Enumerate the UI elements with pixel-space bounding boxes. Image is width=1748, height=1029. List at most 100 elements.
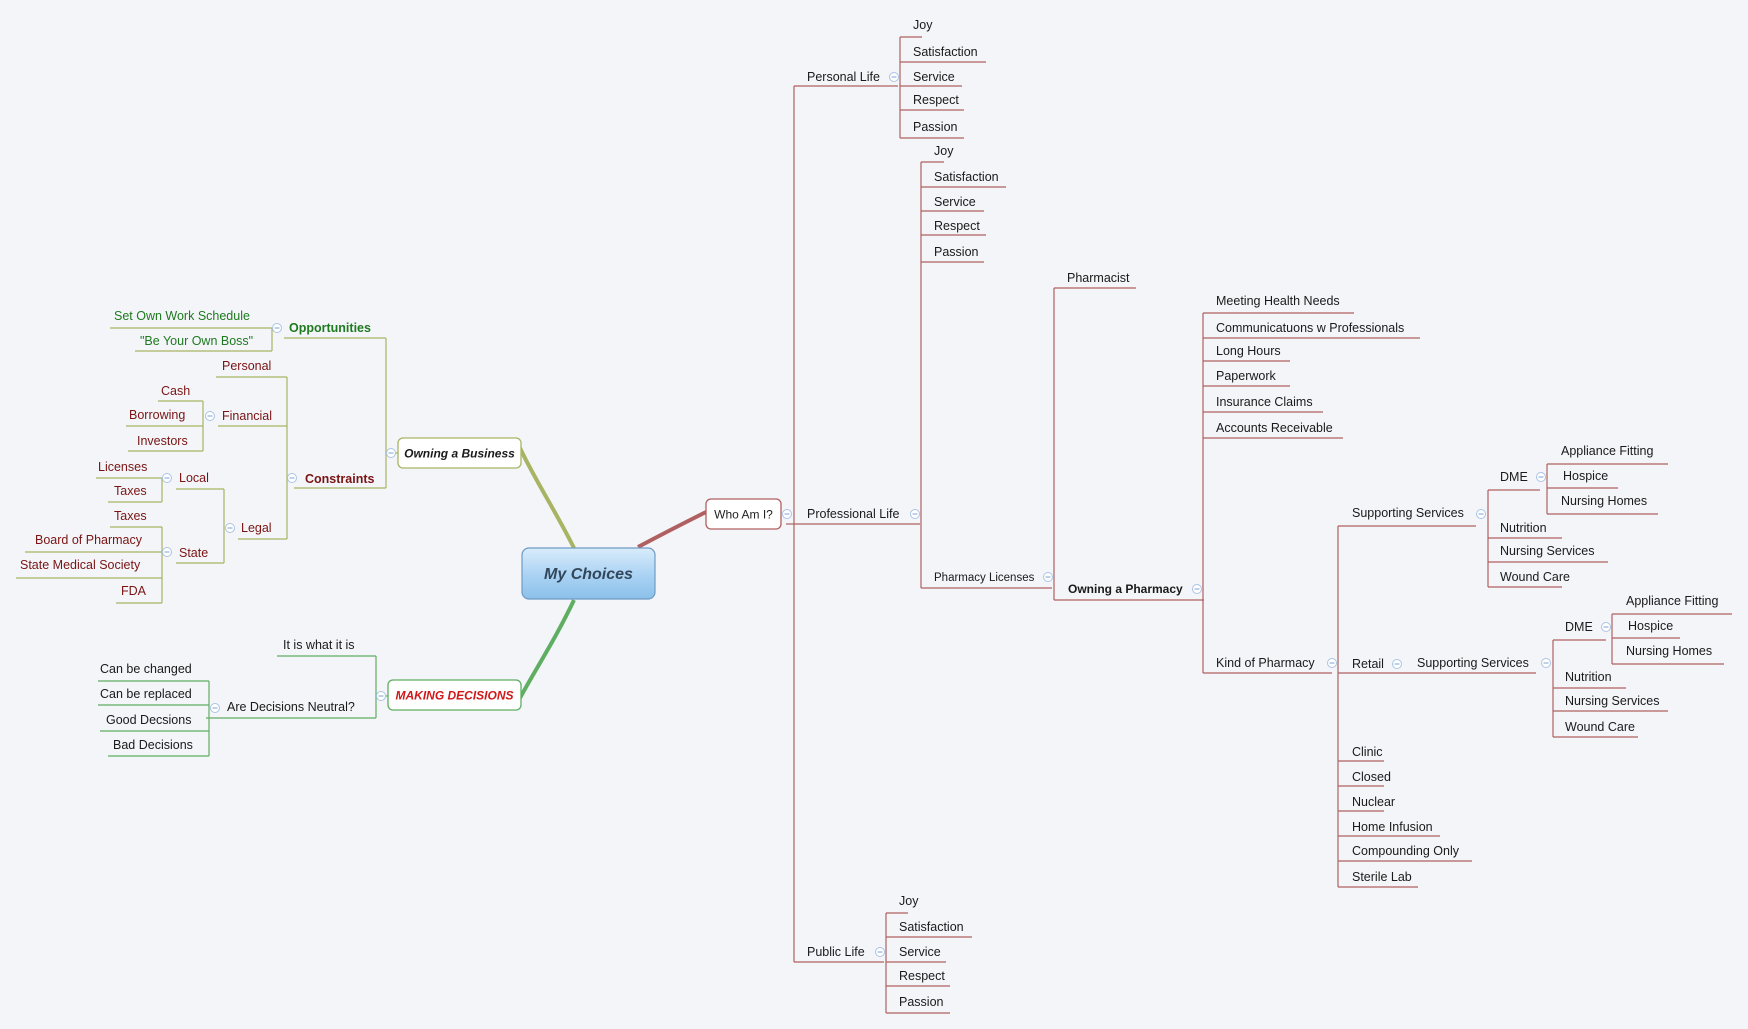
local-label[interactable]: Local — [179, 471, 209, 485]
collapse-toggle-retail-dme[interactable] — [1601, 622, 1611, 632]
pharmacy-licenses-label[interactable]: Pharmacy Licenses — [934, 572, 1035, 584]
owning-pharmacy-item[interactable]: Communicatuons w Professionals — [1216, 321, 1404, 335]
personal-life-item[interactable]: Passion — [913, 120, 958, 134]
supporting-item[interactable]: Nursing Services — [1500, 544, 1594, 558]
collapse-toggle-retail[interactable] — [1392, 659, 1402, 669]
collapse-toggle-owning-pharmacy[interactable] — [1192, 584, 1202, 594]
supporting-item[interactable]: Nutrition — [1500, 521, 1547, 535]
opportunities-label[interactable]: Opportunities — [289, 321, 371, 335]
personal-life-item[interactable]: Respect — [913, 93, 959, 107]
constraints-label[interactable]: Constraints — [305, 472, 375, 486]
decision-item[interactable]: Can be changed — [100, 662, 192, 676]
public-life-item[interactable]: Service — [899, 945, 941, 959]
dme-item[interactable]: Hospice — [1563, 469, 1608, 483]
owning-pharmacy-item[interactable]: Paperwork — [1216, 369, 1276, 383]
decision-item[interactable]: Good Decsions — [106, 713, 191, 727]
constraint-personal[interactable]: Personal — [222, 359, 271, 373]
decision-item[interactable]: Can be replaced — [100, 687, 192, 701]
personal-life-item[interactable]: Service — [913, 70, 955, 84]
opportunity-item[interactable]: "Be Your Own Boss" — [140, 334, 253, 348]
financial-label[interactable]: Financial — [222, 409, 272, 423]
collapse-toggle-decisions-neutral[interactable] — [210, 703, 220, 713]
decision-item[interactable]: Bad Decisions — [113, 738, 193, 752]
fda-label[interactable]: FDA — [121, 584, 147, 598]
financial-item[interactable]: Cash — [161, 384, 190, 398]
topic-making-decisions[interactable]: MAKING DECISIONS — [387, 679, 522, 711]
retail-supporting-item[interactable]: Nursing Services — [1565, 694, 1659, 708]
collapse-toggle-personal-life[interactable] — [889, 72, 899, 82]
professional-life-item[interactable]: Respect — [934, 219, 980, 233]
retail-supporting-services-label[interactable]: Supporting Services — [1417, 656, 1529, 670]
collapse-toggle-dme[interactable] — [1536, 472, 1546, 482]
dme-label[interactable]: DME — [1500, 470, 1528, 484]
dme-item[interactable]: Nursing Homes — [1561, 494, 1647, 508]
pharmacist-label[interactable]: Pharmacist — [1067, 271, 1130, 285]
legal-label[interactable]: Legal — [241, 521, 272, 535]
central-topic[interactable]: My Choices — [521, 547, 656, 600]
kind-of-pharmacy-label[interactable]: Kind of Pharmacy — [1216, 656, 1315, 670]
topic-who-am-i[interactable]: Who Am I? — [705, 498, 782, 530]
retail-supporting-item[interactable]: Nutrition — [1565, 670, 1612, 684]
personal-life-label[interactable]: Personal Life — [807, 70, 880, 84]
collapse-toggle-retail-supporting-services[interactable] — [1541, 658, 1551, 668]
decisions-neutral-label[interactable]: Are Decisions Neutral? — [227, 700, 355, 714]
pharmacy-kind-item[interactable]: Home Infusion — [1352, 820, 1433, 834]
pharmacy-kind-item[interactable]: Sterile Lab — [1352, 870, 1412, 884]
topic-owning-business[interactable]: Owning a Business — [397, 437, 522, 469]
state-item[interactable]: State Medical Society — [20, 558, 141, 572]
collapse-toggle-legal[interactable] — [225, 523, 235, 533]
collapse-toggle-public-life[interactable] — [875, 947, 885, 957]
retail-dme-item[interactable]: Hospice — [1628, 619, 1673, 633]
owning-pharmacy-item[interactable]: Long Hours — [1216, 344, 1281, 358]
retail-label[interactable]: Retail — [1352, 657, 1384, 671]
state-label[interactable]: State — [179, 546, 208, 560]
public-life-item[interactable]: Joy — [899, 894, 919, 908]
professional-life-item[interactable]: Passion — [934, 245, 979, 259]
collapse-toggle-owning-business[interactable] — [386, 448, 396, 458]
owning-pharmacy-item[interactable]: Insurance Claims — [1216, 395, 1313, 409]
financial-item[interactable]: Borrowing — [129, 408, 185, 422]
local-item[interactable]: Licenses — [98, 460, 147, 474]
it-is-what-it-is[interactable]: It is what it is — [283, 638, 355, 652]
collapse-toggle-local[interactable] — [162, 473, 172, 483]
public-life-label[interactable]: Public Life — [807, 945, 865, 959]
personal-life-item[interactable]: Satisfaction — [913, 45, 978, 59]
collapse-toggle-who-am-i[interactable] — [782, 509, 792, 519]
collapse-toggle-financial[interactable] — [205, 411, 215, 421]
professional-life-label[interactable]: Professional Life — [807, 507, 899, 521]
retail-dme-item[interactable]: Appliance Fitting — [1626, 594, 1718, 608]
public-life-item[interactable]: Satisfaction — [899, 920, 964, 934]
owning-pharmacy-item[interactable]: Meeting Health Needs — [1216, 294, 1340, 308]
collapse-toggle-state[interactable] — [162, 547, 172, 557]
state-item[interactable]: Taxes — [114, 509, 147, 523]
owning-pharmacy-item[interactable]: Accounts Receivable — [1216, 421, 1333, 435]
pharmacy-kind-item[interactable]: Compounding Only — [1352, 844, 1460, 858]
collapse-toggle-supporting-services[interactable] — [1476, 509, 1486, 519]
local-item[interactable]: Taxes — [114, 484, 147, 498]
collapse-toggle-opportunities[interactable] — [272, 323, 282, 333]
professional-life-item[interactable]: Satisfaction — [934, 170, 999, 184]
public-life-item[interactable]: Respect — [899, 969, 945, 983]
retail-dme-label[interactable]: DME — [1565, 620, 1593, 634]
pharmacy-kind-item[interactable]: Nuclear — [1352, 795, 1395, 809]
collapse-toggle-kind-of-pharmacy[interactable] — [1327, 658, 1337, 668]
owning-pharmacy-label[interactable]: Owning a Pharmacy — [1068, 582, 1183, 596]
retail-dme-item[interactable]: Nursing Homes — [1626, 644, 1712, 658]
collapse-toggle-making-decisions[interactable] — [376, 691, 386, 701]
collapse-toggle-pharmacy-licenses[interactable] — [1043, 572, 1053, 582]
dme-item[interactable]: Appliance Fitting — [1561, 444, 1653, 458]
public-life-item[interactable]: Passion — [899, 995, 944, 1009]
professional-life-item[interactable]: Joy — [934, 144, 954, 158]
collapse-toggle-constraints[interactable] — [287, 473, 297, 483]
supporting-services-label[interactable]: Supporting Services — [1352, 506, 1464, 520]
opportunity-item[interactable]: Set Own Work Schedule — [114, 309, 250, 323]
pharmacy-kind-item[interactable]: Clinic — [1352, 745, 1383, 759]
state-item[interactable]: Board of Pharmacy — [35, 533, 143, 547]
financial-item[interactable]: Investors — [137, 434, 188, 448]
supporting-item[interactable]: Wound Care — [1500, 570, 1570, 584]
collapse-toggle-professional-life[interactable] — [910, 509, 920, 519]
personal-life-item[interactable]: Joy — [913, 18, 933, 32]
retail-supporting-item[interactable]: Wound Care — [1565, 720, 1635, 734]
professional-life-item[interactable]: Service — [934, 195, 976, 209]
pharmacy-kind-item[interactable]: Closed — [1352, 770, 1391, 784]
